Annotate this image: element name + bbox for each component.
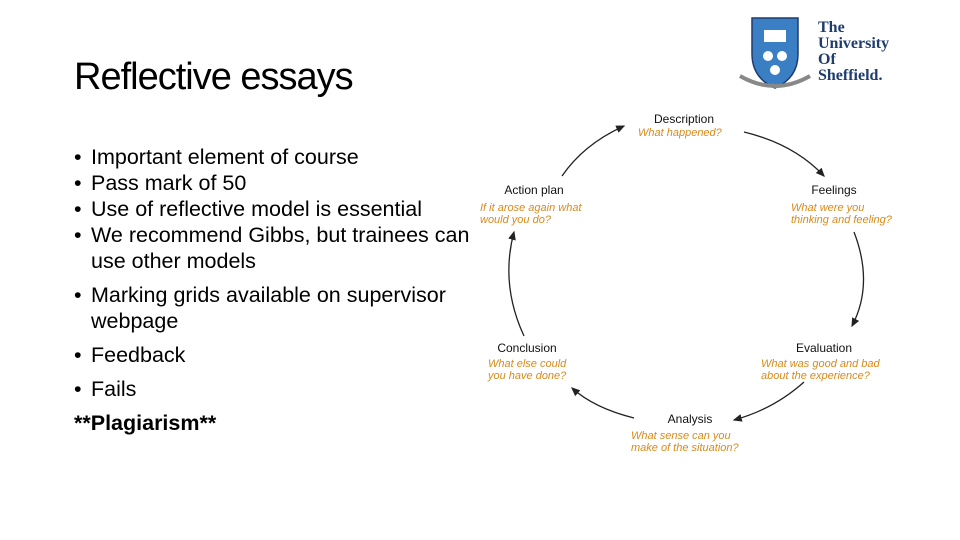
stage-analysis: Analysis xyxy=(667,412,713,426)
arrow-analysis-conclusion xyxy=(571,387,635,419)
bullet-item: Pass mark of 50 xyxy=(74,170,474,196)
arrow-evaluation-analysis xyxy=(732,381,805,422)
question-description: What happened? xyxy=(638,127,722,139)
bullet-item: Use of reflective model is essential xyxy=(74,196,474,222)
stage-conclusion: Conclusion xyxy=(497,341,557,355)
bullet-list: Important element of course Pass mark of… xyxy=(74,144,474,436)
bullet-item: Fails xyxy=(74,376,474,402)
question-evaluation: What was good and bad about the experien… xyxy=(761,358,880,382)
stage-feelings: Feelings xyxy=(811,183,857,197)
stage-description: Description xyxy=(653,112,715,126)
bullet-item: Important element of course xyxy=(74,144,474,170)
slide-title: Reflective essays xyxy=(74,56,354,98)
arrow-feelings-evaluation xyxy=(851,231,865,328)
arrow-conclusion-actionplan xyxy=(508,230,525,337)
question-action-plan: If it arose again what would you do? xyxy=(480,202,582,226)
question-conclusion: What else could you have done? xyxy=(488,358,567,382)
arrow-description-feelings xyxy=(743,131,825,177)
gibbs-reflective-cycle: Description What happened? Feelings What… xyxy=(474,104,924,464)
university-logo: The University Of Sheffield. xyxy=(736,14,906,94)
shield-icon xyxy=(739,17,811,89)
arrow-actionplan-description xyxy=(561,125,626,177)
cycle-arrows xyxy=(508,125,865,422)
question-feelings: What were you thinking and feeling? xyxy=(791,202,892,226)
bullet-item: We recommend Gibbs, but trainees can use… xyxy=(74,222,474,274)
bullet-item: Marking grids available on supervisor we… xyxy=(74,282,474,334)
stage-evaluation: Evaluation xyxy=(795,341,853,355)
stage-action-plan: Action plan xyxy=(504,183,564,197)
logo-wordmark: The University Of Sheffield. xyxy=(818,19,890,84)
question-analysis: What sense can you make of the situation… xyxy=(631,430,739,454)
plagiarism-note: **Plagiarism** xyxy=(74,411,217,435)
bullet-item: Feedback xyxy=(74,342,474,368)
